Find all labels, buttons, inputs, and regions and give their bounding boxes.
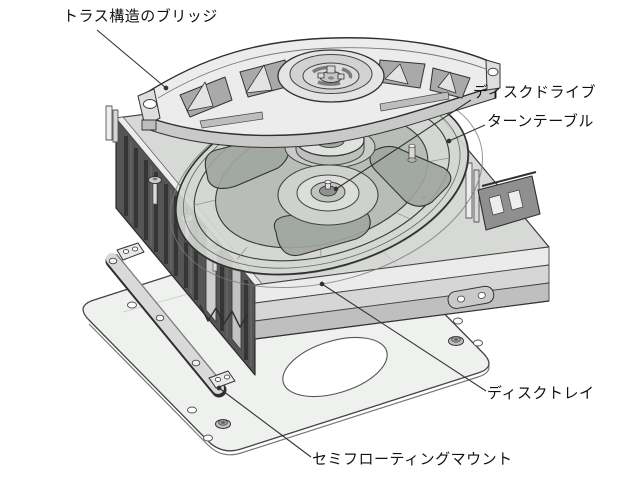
label-truss-bridge: トラス構造のブリッジ: [63, 8, 218, 25]
leader-line-semi-floating-mount: [218, 387, 312, 458]
bridge-clamp-boss: [277, 49, 385, 103]
label-turntable: ターンテーブル: [487, 113, 594, 130]
leader-line-truss-bridge: [96, 29, 167, 89]
label-disc-drive: ディスクドライブ: [473, 84, 596, 101]
spindle-hub: [277, 164, 379, 226]
truss-openings-left: [179, 59, 291, 129]
leader-line-turntable: [448, 124, 486, 142]
rail-bracket: [116, 242, 236, 389]
mount-screw: [215, 336, 464, 429]
bridge-end-caps: [137, 59, 501, 131]
hinge-bracket: [447, 285, 495, 309]
leader-line-disc-drive: [335, 99, 472, 190]
tray-end-bracket: [477, 171, 541, 231]
leader-line-disc-tray: [321, 283, 487, 392]
label-disc-tray: ディスクトレイ: [487, 385, 595, 402]
mount-rail: [105, 253, 227, 398]
truss-openings-right: [377, 59, 471, 112]
label-semi-floating-mount: セミフローティングマウント: [312, 451, 513, 468]
truss-bridge: [137, 37, 501, 148]
leader-lines: [96, 29, 487, 458]
